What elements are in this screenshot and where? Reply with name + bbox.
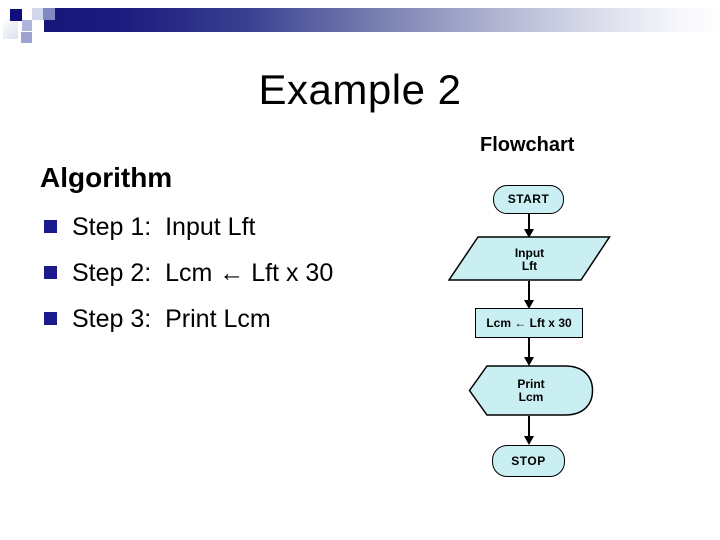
flowchart-node-process: Lcm ← Lft x 30	[475, 308, 583, 338]
algorithm-step-text: Step 1: Input Lft	[72, 213, 256, 241]
slide-title: Example 2	[258, 66, 462, 113]
bullet-square-icon	[44, 312, 57, 325]
flow-arrow-down-icon	[524, 416, 534, 445]
node-label: Print Lcm	[517, 377, 545, 404]
flowchart-node-stop: STOP	[492, 445, 565, 477]
node-label: Lcm ← Lft x 30	[486, 315, 572, 330]
bullet-square-icon	[44, 266, 57, 279]
node-label: START	[507, 192, 550, 207]
algorithm-step-3: Step 3: Print Lcm	[44, 303, 271, 335]
flowchart-node-input: Input Lft	[448, 236, 611, 281]
node-label: STOP	[511, 453, 546, 468]
flowchart-node-start: START	[493, 185, 564, 214]
parallelogram-shape-icon	[448, 236, 611, 281]
decor-square-pale	[32, 8, 43, 20]
algorithm-step-2: Step 2: Lcm ← Lft x 30	[44, 257, 333, 289]
flowchart-section-label: Flowchart	[480, 134, 575, 156]
flow-arrow-down-icon	[524, 214, 534, 238]
decor-square-lavender	[22, 20, 32, 31]
header-gradient-bar	[44, 8, 720, 32]
flow-arrow-down-icon	[524, 338, 534, 366]
decor-square-slate	[43, 8, 55, 20]
algorithm-step-1: Step 1: Input Lft	[44, 211, 255, 243]
algorithm-step-text: Step 3: Print Lcm	[72, 305, 271, 333]
algorithm-heading: Algorithm	[40, 162, 173, 193]
decor-square-dark	[10, 9, 22, 21]
flow-arrow-down-icon	[524, 281, 534, 309]
algorithm-step-text: Step 2: Lcm ← Lft x 30	[72, 259, 334, 287]
display-shape-icon	[468, 365, 594, 416]
flowchart-node-print: Print Lcm	[468, 365, 594, 416]
node-label: Input Lft	[514, 246, 545, 273]
decor-square-purple	[21, 32, 32, 43]
bullet-square-icon	[44, 220, 57, 233]
